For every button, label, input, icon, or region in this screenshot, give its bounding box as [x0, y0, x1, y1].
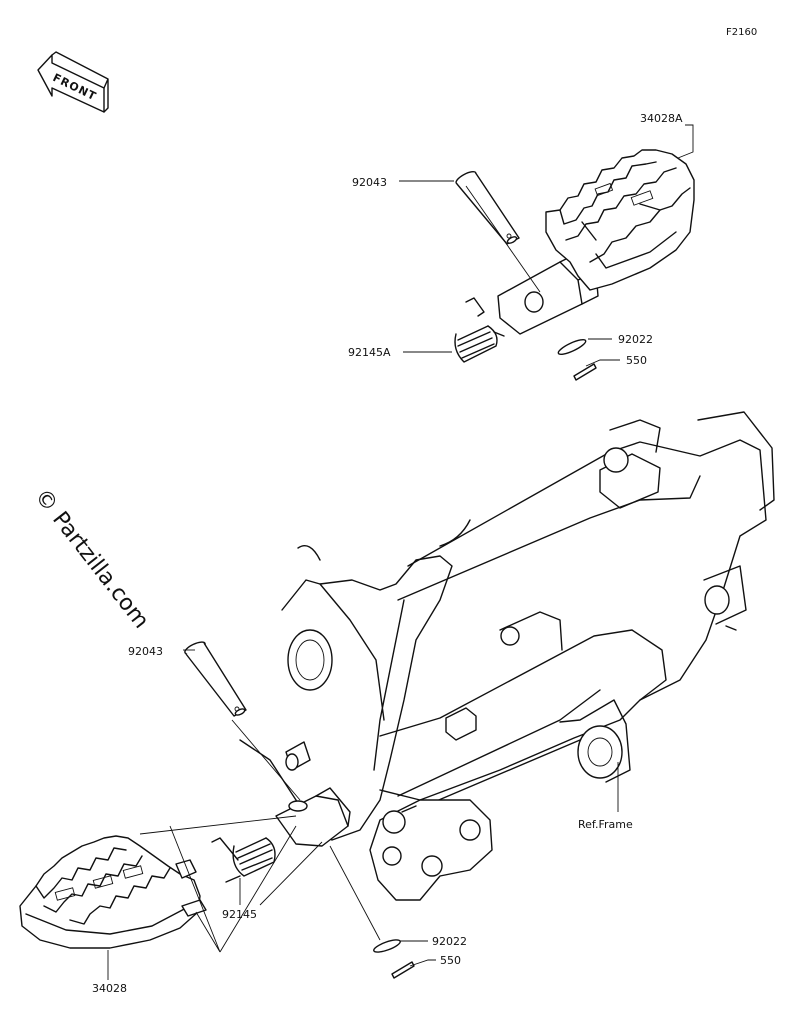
part-label-92043-lower: 92043: [128, 645, 163, 658]
part-label-550-lower: 550: [440, 954, 461, 967]
part-label-34028A: 34028A: [640, 112, 683, 125]
washer-lower: [373, 939, 401, 953]
front-arrow-icon: FRONT: [37, 51, 109, 113]
pin-upper: [455, 171, 520, 245]
ref-frame-label: Ref.Frame: [578, 818, 633, 831]
diagram-code: F2160: [726, 27, 757, 38]
spring-lower: [211, 837, 276, 883]
cotter-pin-lower: [391, 961, 415, 979]
part-label-550-upper: 550: [626, 354, 647, 367]
washer-upper: [557, 338, 587, 356]
pin-lower: [184, 641, 247, 717]
footpeg-lower: [19, 835, 207, 949]
part-label-92022-upper: 92022: [618, 333, 653, 346]
watermark: © Partzilla.com: [29, 484, 153, 633]
cotter-pin-upper: [573, 363, 597, 381]
part-label-92022-lower: 92022: [432, 935, 467, 948]
part-label-92145: 92145: [222, 908, 257, 921]
part-label-92043-upper: 92043: [352, 176, 387, 189]
spring-upper: [454, 297, 505, 363]
lower-footpeg-assembly: [19, 641, 415, 979]
part-label-92145A: 92145A: [348, 346, 391, 359]
footpeg-upper: [545, 149, 695, 291]
part-label-34028: 34028: [92, 982, 127, 995]
leader-lines: [107, 124, 694, 980]
upper-footpeg-assembly: [454, 149, 695, 381]
